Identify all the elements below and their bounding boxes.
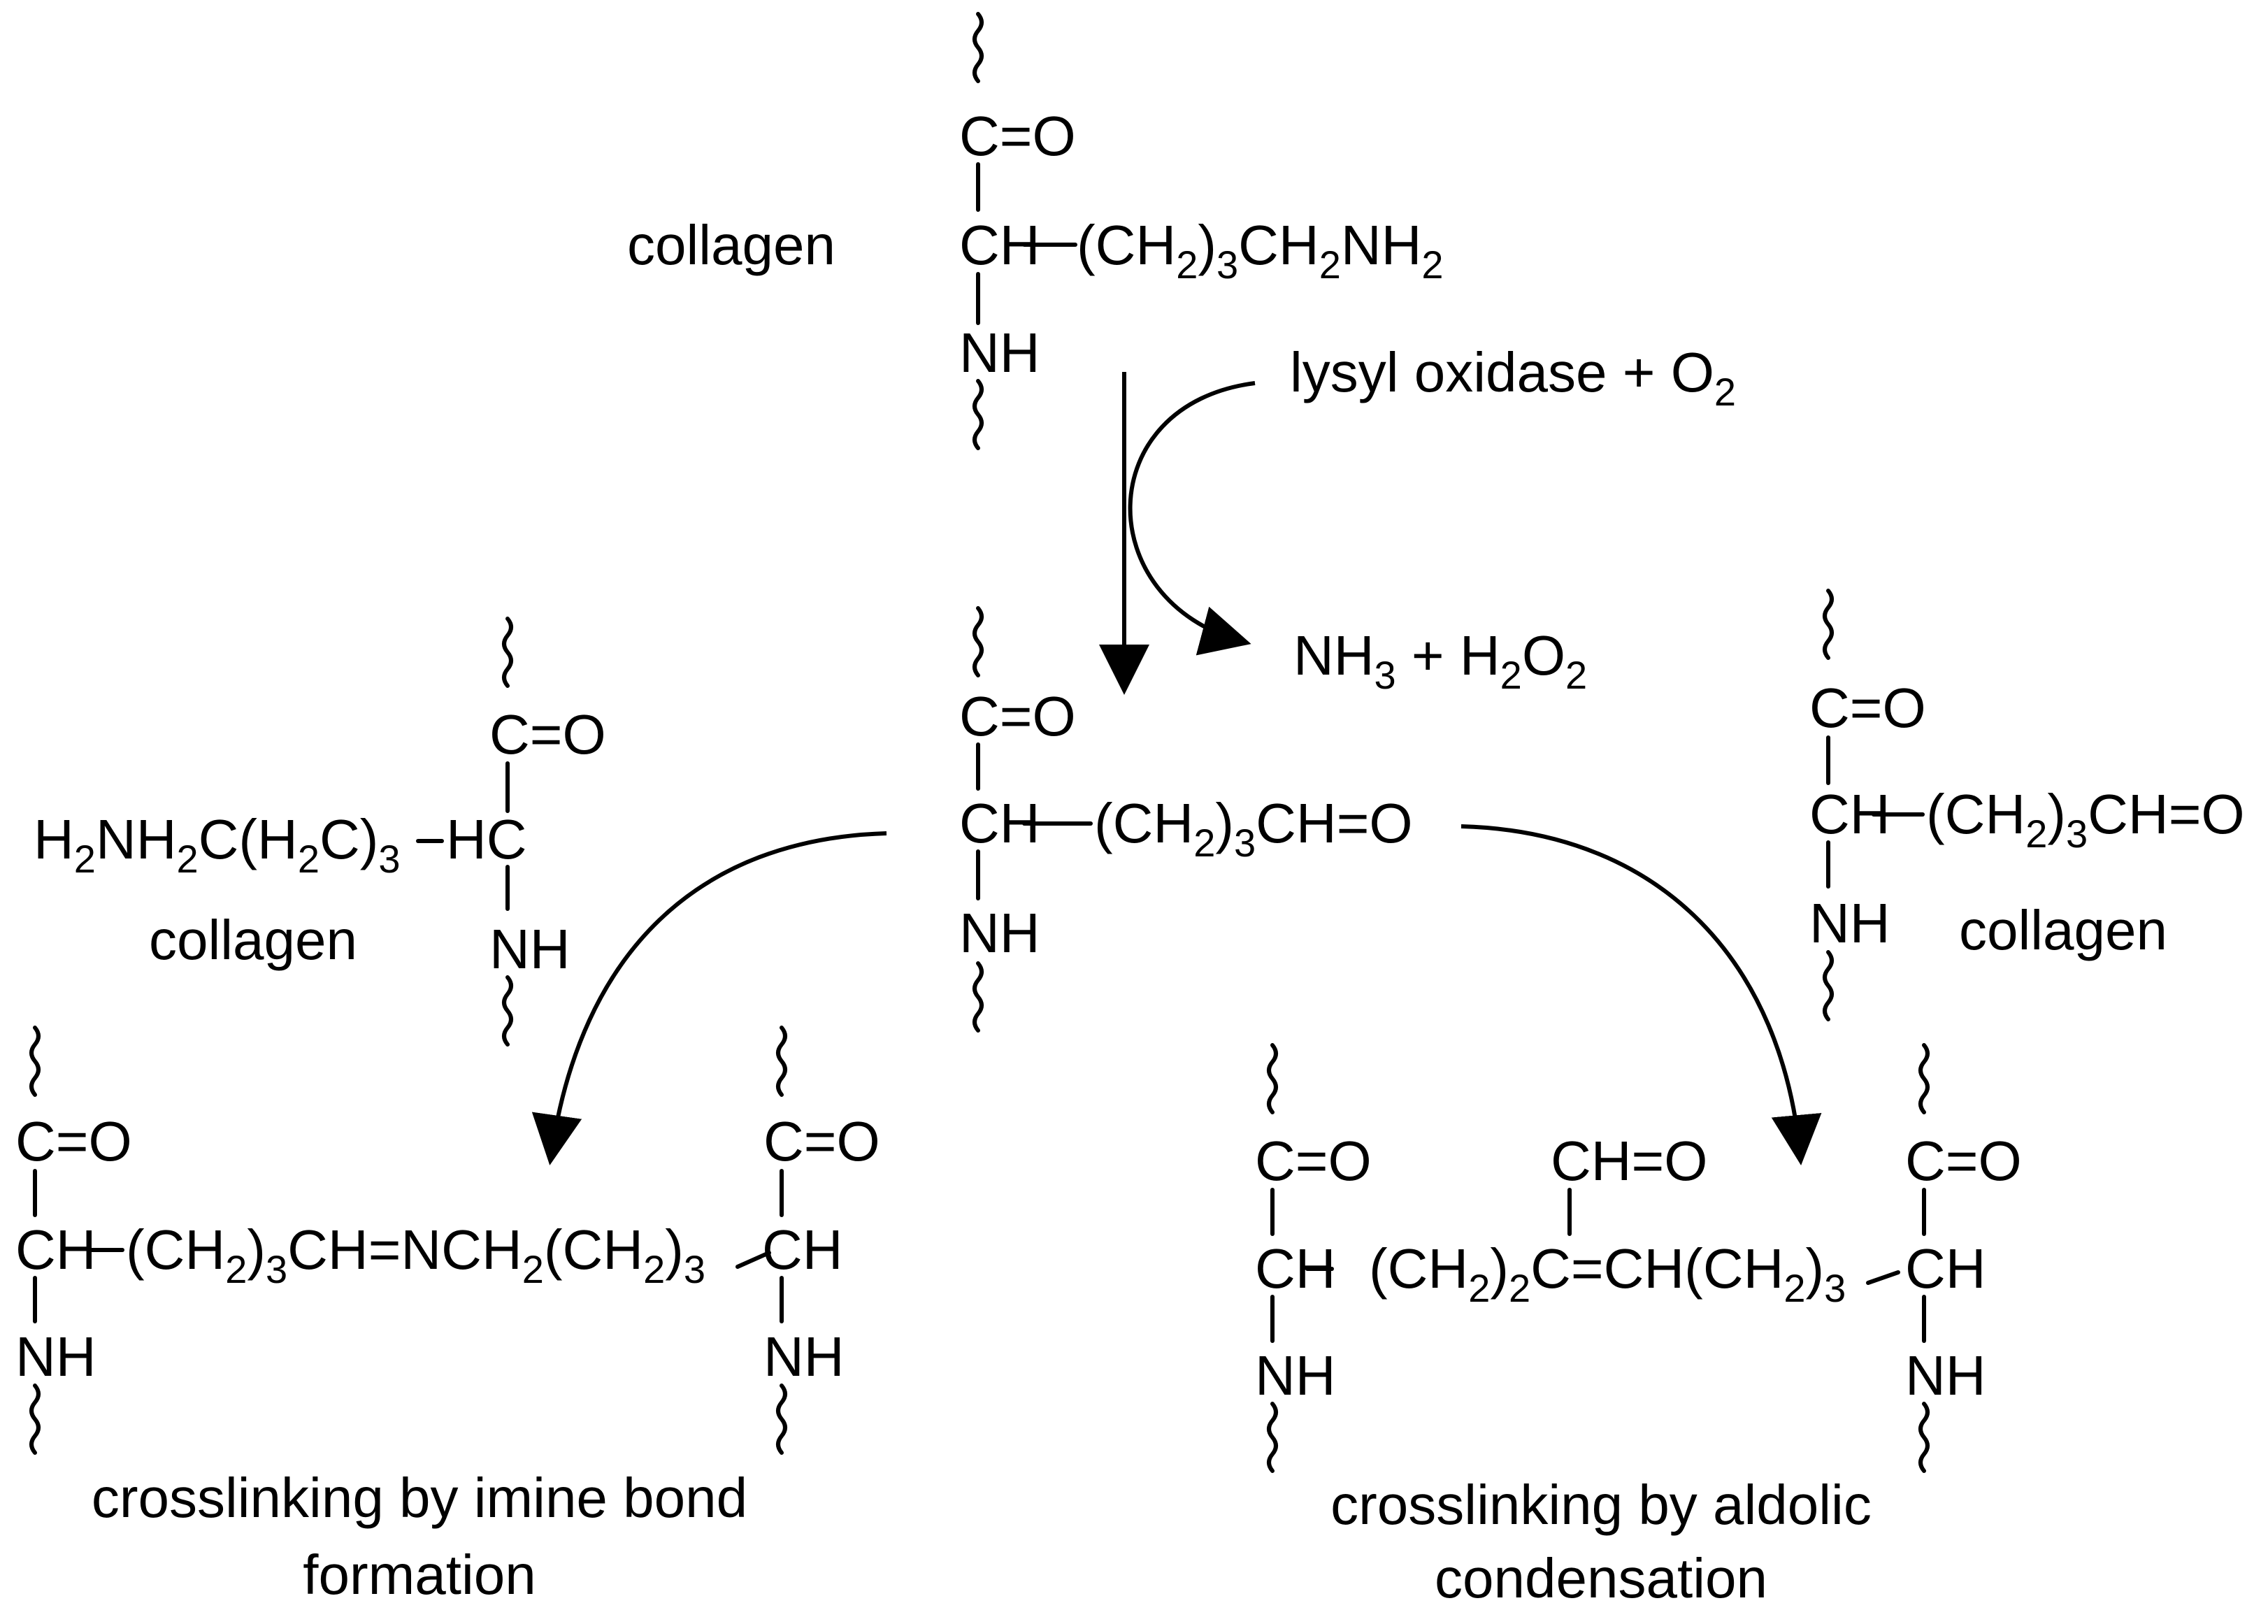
alpha-carbon-label-right: CH	[762, 1219, 843, 1281]
left-side-chain: H2NH2C(H2C)3	[34, 808, 401, 881]
carbonyl-label-right: C=O	[763, 1110, 880, 1172]
left-lysine-residue: C=O H2NH2C(H2C)3 HC NH collagen	[34, 617, 606, 1047]
bond-side-chain-right	[735, 1251, 771, 1269]
arrow-to-aldol-product	[1460, 824, 1822, 1165]
reagent-label: lysyl oxidase + O2	[1290, 341, 1736, 414]
oxidation-arrow: lysyl oxidase + O2 NH3 + H2O2	[1099, 341, 1736, 697]
amide-nh-label: NH	[489, 918, 570, 980]
carbonyl-label-right: C=O	[1905, 1130, 2022, 1192]
byproduct-label: NH3 + H2O2	[1293, 624, 1587, 697]
chain-break-top	[972, 606, 984, 677]
chain-break-bottom-left	[1267, 1402, 1278, 1473]
carbonyl-label-left: C=O	[1255, 1130, 1372, 1192]
caption-imine-line1: crosslinking by imine bond	[92, 1467, 747, 1529]
amide-nh-label-right: NH	[763, 1325, 845, 1388]
chain-break-bottom	[502, 975, 513, 1047]
allysine-side-chain: (CH2)3CH=O	[1094, 792, 1413, 865]
arrow-to-imine-product	[531, 831, 887, 1165]
chain-break-top	[972, 12, 984, 83]
imine-linker: (CH2)3CH=NCH2(CH2)3	[126, 1219, 705, 1291]
aldol-linker: (CH2)2C=CH(CH2)3	[1369, 1237, 1846, 1310]
carbonyl-label: C=O	[1809, 677, 1926, 739]
amide-nh-label: NH	[959, 902, 1040, 964]
chain-break-top-right	[1918, 1043, 1930, 1114]
amide-nh-label-left: NH	[15, 1325, 96, 1388]
lysine-side-chain: (CH2)3CH2NH2	[1077, 214, 1444, 287]
collagen-label-left: collagen	[149, 909, 357, 971]
right-side-chain: (CH2)3CH=O	[1926, 783, 2245, 856]
aldol-crosslink-product: C=O CH (CH2)2C=CH(CH2)3 CH=O CH C=O NH N…	[1255, 1043, 2022, 1609]
amide-nh-label: NH	[1809, 892, 1890, 954]
alpha-carbon-label-right: CH	[1905, 1237, 1986, 1300]
bond-side-chain-right	[1866, 1270, 1900, 1285]
chain-break-top-left	[1267, 1043, 1278, 1114]
carbonyl-label: C=O	[959, 685, 1076, 747]
collagen-label-top: collagen	[627, 214, 835, 276]
caption-aldol-line1: crosslinking by aldolic	[1330, 1474, 1872, 1536]
amide-nh-label-left: NH	[1255, 1344, 1336, 1407]
chain-break-bottom	[972, 961, 984, 1033]
caption-imine-line2: formation	[303, 1544, 536, 1606]
collagen-label-right: collagen	[1959, 899, 2167, 961]
chain-break-top-left	[29, 1026, 41, 1097]
right-allysine-residue: C=O CH (CH2)3CH=O NH collagen	[1809, 589, 2245, 1021]
carbonyl-label: C=O	[959, 105, 1076, 167]
alpha-carbon-label-left: CH	[15, 1219, 96, 1281]
chain-break-bottom	[972, 379, 984, 450]
lysine-residue: C=O CH (CH2)3CH2NH2 NH collagen	[627, 12, 1444, 450]
aldehyde-branch-label: CH=O	[1551, 1130, 1708, 1192]
amide-nh-label: NH	[959, 322, 1040, 384]
imine-crosslink-product: C=O CH (CH2)3CH=NCH2(CH2)3 CH C=O NH NH …	[15, 1026, 880, 1606]
caption-aldol-line2: condensation	[1435, 1547, 1767, 1609]
allysine-residue: C=O CH (CH2)3CH=O NH	[959, 606, 1413, 1033]
alpha-carbon-label: HC	[446, 808, 527, 870]
chain-break-bottom-right	[1918, 1402, 1930, 1473]
amide-nh-label-right: NH	[1905, 1344, 1986, 1407]
carbonyl-label-left: C=O	[15, 1110, 132, 1172]
chain-break-bottom	[1823, 950, 1834, 1021]
chain-break-top	[502, 617, 513, 688]
side-reagent-arrow	[1128, 381, 1256, 656]
chain-break-top-right	[776, 1026, 787, 1097]
chain-break-top	[1823, 589, 1834, 660]
chain-break-bottom-left	[29, 1384, 41, 1455]
carbonyl-label: C=O	[489, 703, 606, 766]
chain-break-bottom-right	[776, 1384, 787, 1455]
